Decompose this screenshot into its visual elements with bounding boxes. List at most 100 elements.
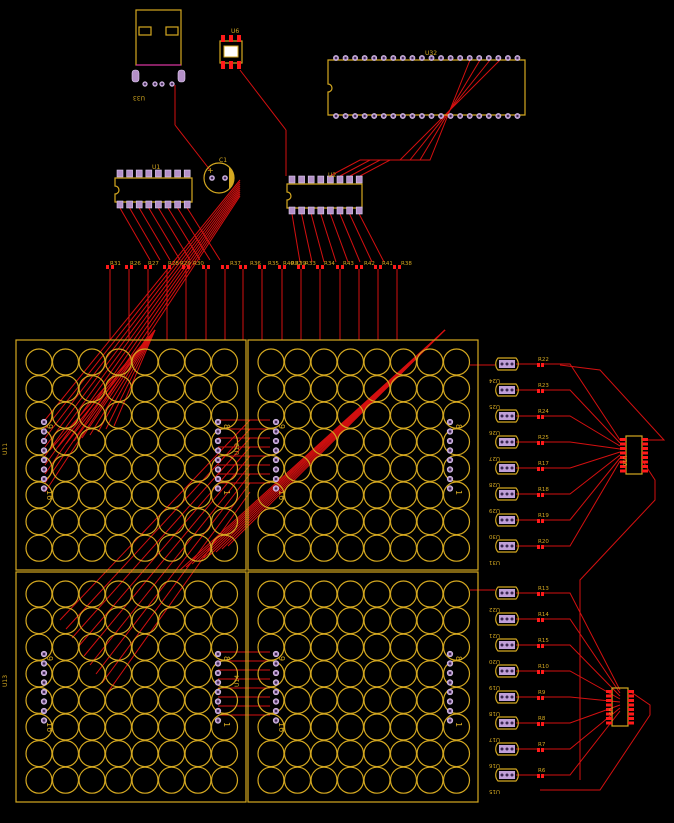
led-dot xyxy=(131,534,159,562)
pad-hole xyxy=(274,477,278,481)
resistor-label: R35 xyxy=(268,261,279,267)
transistor-pin xyxy=(510,518,514,522)
led-dot xyxy=(51,686,80,715)
transistor-ref-label: U21 xyxy=(489,632,500,638)
transistor-pin xyxy=(500,440,504,444)
resistor-label: R32 xyxy=(291,261,302,267)
trace xyxy=(320,213,337,263)
transistor-pin xyxy=(500,544,504,548)
led-dot xyxy=(310,507,338,536)
pin-label: 16 xyxy=(277,722,286,732)
led-dot xyxy=(25,606,53,635)
resistor-pad xyxy=(541,592,544,596)
u1-pin-pad xyxy=(164,169,172,178)
led-dot xyxy=(157,454,186,482)
resistor-pad xyxy=(541,722,544,726)
pad-hole xyxy=(216,420,220,424)
pin-label: 9 xyxy=(277,424,286,429)
u2-pin-pad xyxy=(327,175,334,184)
led-dot xyxy=(157,375,186,403)
trace xyxy=(113,329,156,427)
transistor-outline xyxy=(495,409,519,423)
pad-hole xyxy=(42,439,46,443)
pad-hole xyxy=(458,56,462,60)
pad-hole xyxy=(42,719,46,722)
pad-hole xyxy=(468,114,471,118)
u1-ref-label: U1 xyxy=(152,164,160,171)
pad-hole xyxy=(448,487,452,490)
smd-pad xyxy=(620,465,626,468)
pad-hole xyxy=(478,114,481,118)
pad-hole xyxy=(42,709,46,713)
led-dot xyxy=(210,454,239,482)
led-dot xyxy=(210,375,239,403)
transistor-pin xyxy=(510,591,514,595)
led-dot xyxy=(210,660,239,688)
resistor-pad xyxy=(541,748,544,752)
transistor-pin xyxy=(510,466,514,470)
led-dot xyxy=(157,713,186,741)
led-dot xyxy=(336,633,365,661)
pin-label: 8 xyxy=(222,424,231,429)
usb-slot xyxy=(138,26,152,36)
led-dot xyxy=(363,766,391,794)
led-dot xyxy=(363,633,391,661)
u2-pin-pad xyxy=(355,175,363,184)
transistor-outline xyxy=(495,383,519,397)
led-dot xyxy=(210,348,239,376)
smd-pad xyxy=(229,61,233,69)
trace xyxy=(544,707,621,750)
pad-hole xyxy=(353,114,357,118)
resistor-label: R37 xyxy=(230,261,241,267)
trace xyxy=(83,455,251,657)
transistor-pin xyxy=(505,440,509,444)
transistor-pin xyxy=(500,518,504,522)
transistor-outline xyxy=(495,435,519,449)
led-dot xyxy=(257,686,285,715)
led-dot xyxy=(184,428,212,456)
resistor-pad xyxy=(244,265,247,269)
transistor-ref-label: U19 xyxy=(488,684,500,690)
u2-pin-pad xyxy=(327,206,334,215)
resistor-pad xyxy=(537,748,540,752)
resistor-pad xyxy=(355,265,358,269)
resistor-label: R40 xyxy=(283,261,294,267)
u2-pin-pad xyxy=(307,175,315,184)
pad-hole xyxy=(448,439,452,443)
led-dot xyxy=(336,606,365,635)
resistor-label: R17 xyxy=(538,461,549,467)
resistor-pad xyxy=(393,265,396,269)
transistor-ref-label: U16 xyxy=(488,762,500,768)
u2-pin-pad xyxy=(288,175,296,184)
led-dot xyxy=(157,686,186,715)
pad-hole xyxy=(42,420,46,424)
led-dot xyxy=(25,580,53,608)
pad-hole xyxy=(478,56,481,60)
pad-hole xyxy=(42,430,46,433)
resistor-label: R8 xyxy=(538,716,546,722)
led-dot xyxy=(25,428,53,456)
led-dot xyxy=(257,348,285,376)
resistor-pad xyxy=(226,265,229,269)
led-dot xyxy=(257,454,285,482)
led-dot xyxy=(389,580,418,608)
resistor-pad xyxy=(537,389,540,393)
pad-hole xyxy=(448,700,452,703)
led-dot xyxy=(78,766,106,794)
led-dot xyxy=(310,348,338,376)
led-dot xyxy=(25,507,53,536)
trace xyxy=(44,189,241,466)
led-dot xyxy=(283,766,312,794)
transistor-pin xyxy=(500,695,504,699)
led-dot xyxy=(78,686,106,715)
led-dot xyxy=(363,454,391,482)
trace xyxy=(44,181,241,430)
transistor-pin xyxy=(510,669,514,673)
resistor-pad xyxy=(541,441,544,445)
led-dot xyxy=(283,348,312,376)
pad-hole xyxy=(274,420,278,424)
pad-hole xyxy=(363,56,366,60)
resistor-pad xyxy=(537,722,540,726)
u1-pin-pad xyxy=(183,169,191,178)
usb-slot xyxy=(165,26,179,36)
